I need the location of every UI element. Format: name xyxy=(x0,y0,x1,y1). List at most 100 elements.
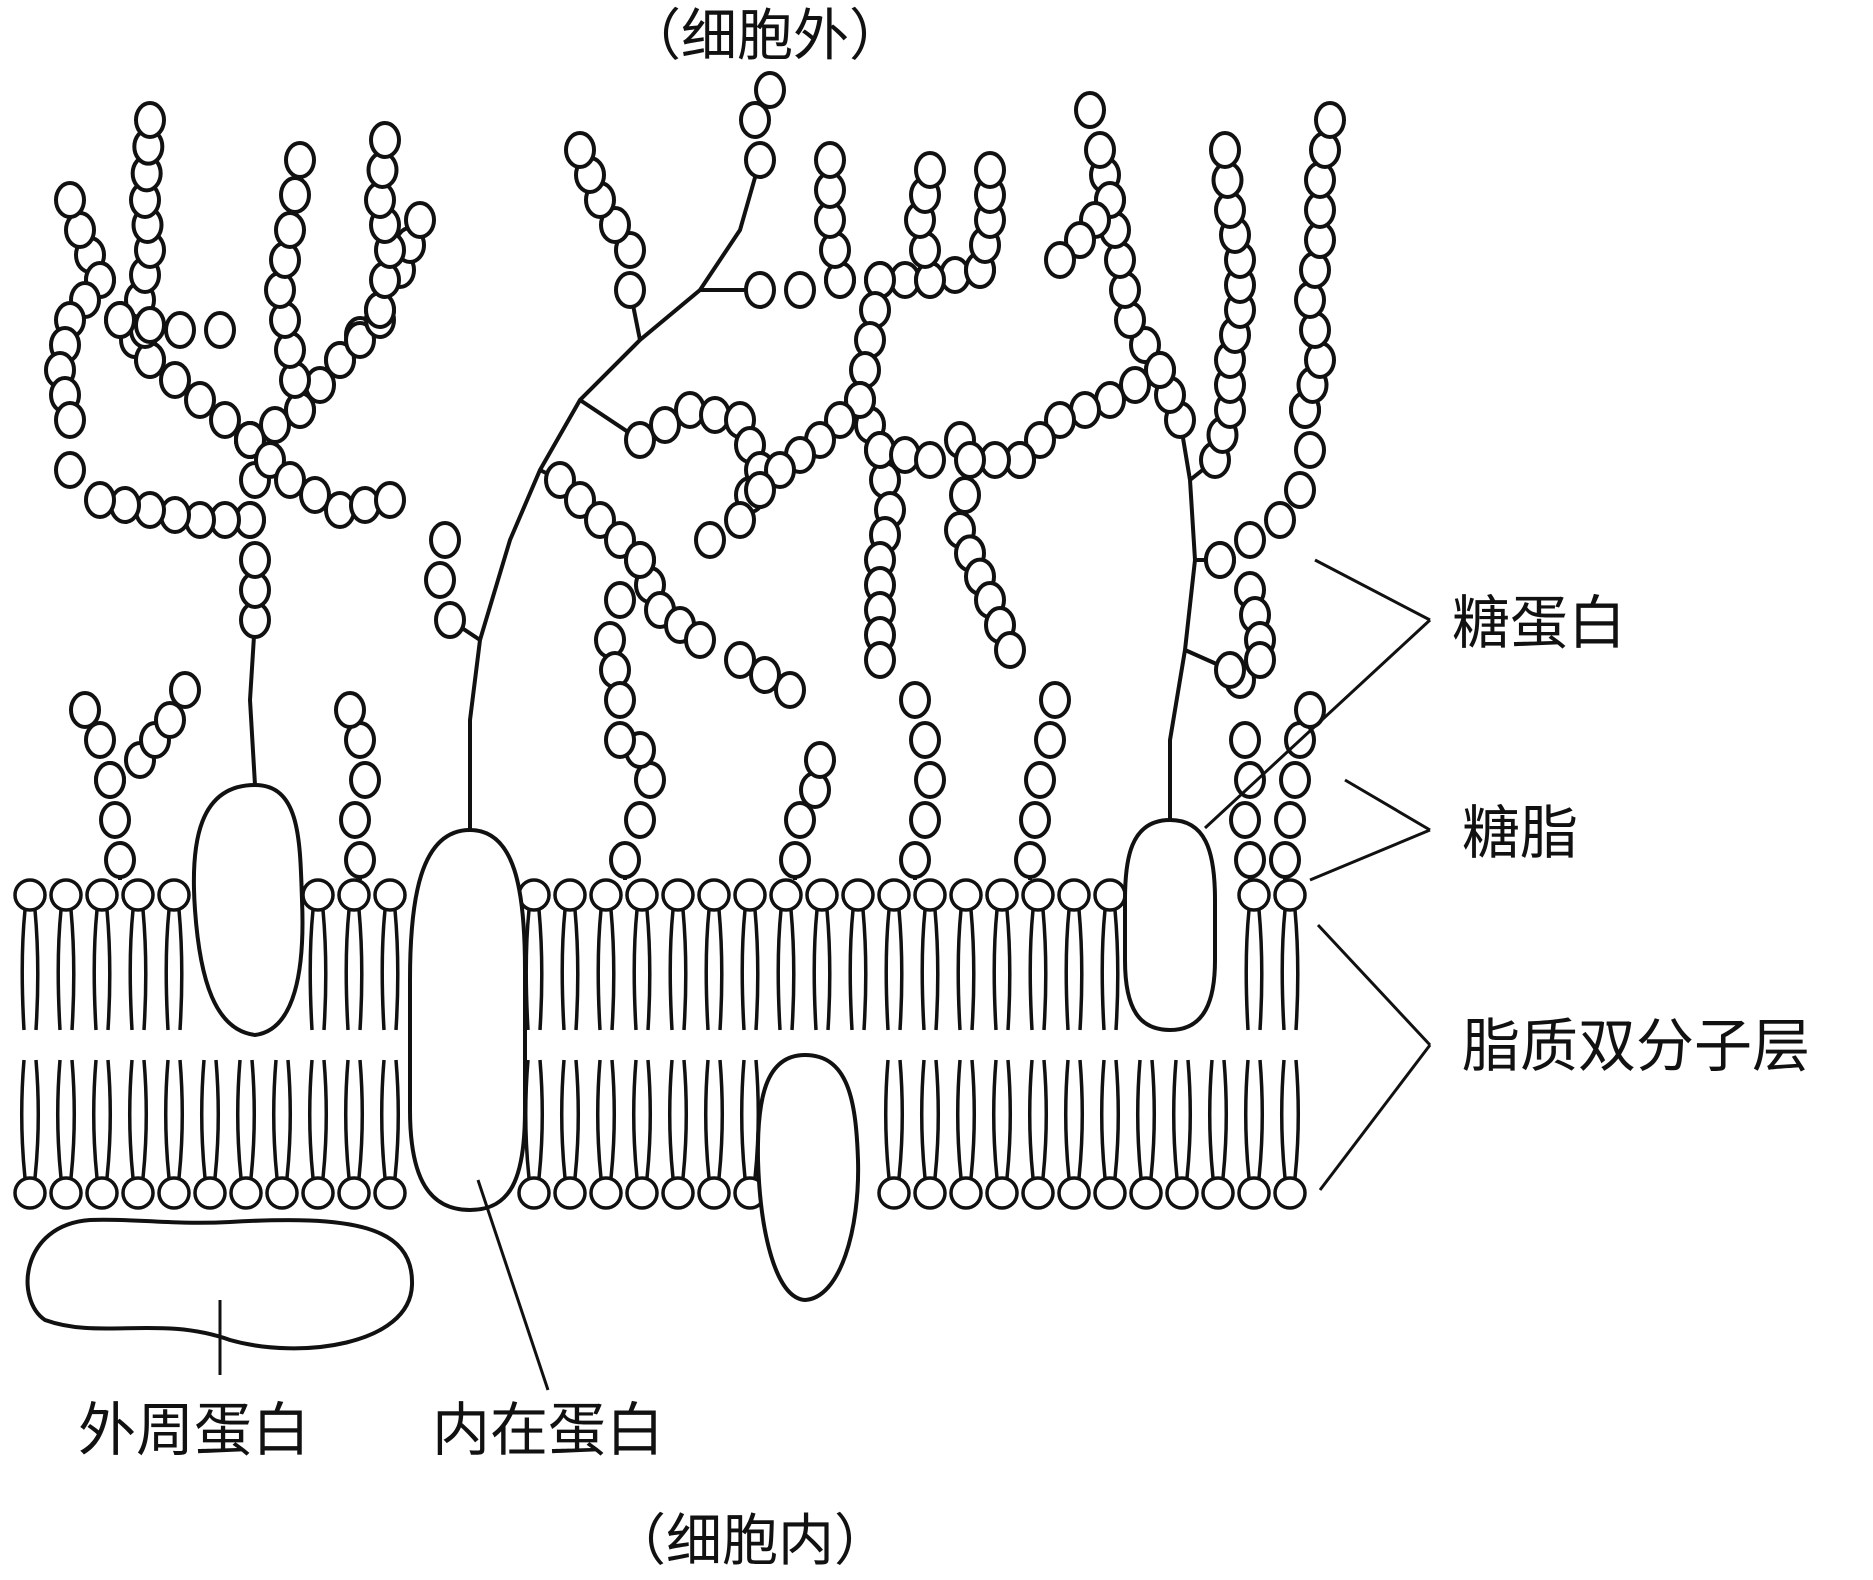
sugar-bead xyxy=(724,641,756,679)
lipid-head-inner xyxy=(625,1176,659,1210)
sugar-bead xyxy=(604,721,636,759)
lipid-head-inner xyxy=(229,1176,263,1210)
lipid-tail xyxy=(1221,1059,1229,1179)
lipid-tail xyxy=(848,909,855,1031)
sugar-bead xyxy=(899,681,931,719)
lipid-head-outer xyxy=(49,878,83,912)
lipid-tail xyxy=(704,909,711,1031)
lipid-tail xyxy=(1293,1059,1301,1179)
lipid-tail xyxy=(1257,1059,1265,1179)
lipid-head-outer xyxy=(589,878,623,912)
lipid-tail xyxy=(105,1059,113,1179)
sugar-bead xyxy=(744,141,776,179)
lipid-tail xyxy=(537,909,544,1031)
lipid-tail xyxy=(645,1059,653,1179)
lipid-tail xyxy=(1041,1059,1049,1179)
lipid-head-outer xyxy=(625,878,659,912)
lipid-head-inner xyxy=(121,1176,155,1210)
lipid-head-outer xyxy=(805,878,839,912)
sugar-bead xyxy=(844,381,876,419)
sugar-bead xyxy=(564,481,596,519)
sugar-bead xyxy=(1064,221,1096,259)
glycoprotein-leader-b xyxy=(1203,618,1432,830)
sugar-chain-stem xyxy=(1168,419,1198,820)
sugar-bead xyxy=(1044,401,1076,439)
lipid-head-inner xyxy=(193,1176,227,1210)
lipid-head-outer xyxy=(1021,878,1055,912)
sugar-bead xyxy=(584,501,616,539)
sugar-bead xyxy=(154,701,186,739)
lipid-head-outer xyxy=(877,878,911,912)
lipid-tail xyxy=(55,1059,63,1179)
lipid-tail xyxy=(127,1059,135,1179)
sugar-bead xyxy=(1234,841,1266,879)
label-intracellular: （细胞内） xyxy=(610,1509,890,1574)
lipid-head-inner xyxy=(517,1176,551,1210)
sugar-bead xyxy=(604,521,636,559)
sugar-bead xyxy=(99,801,131,839)
lipid-tail xyxy=(1149,1059,1157,1179)
lipid-tail xyxy=(595,1059,603,1179)
lipid-tail xyxy=(91,1059,99,1179)
integral-leader xyxy=(476,1179,550,1391)
lipid-tail xyxy=(681,909,688,1031)
sugar-bead xyxy=(424,561,456,599)
sugar-bead xyxy=(1284,471,1316,509)
lipid-tail xyxy=(56,909,63,1031)
sugar-bead xyxy=(994,631,1026,669)
lipid-tail xyxy=(573,909,580,1031)
lipid-tail xyxy=(1244,909,1251,1031)
lipid-tail xyxy=(1243,1059,1251,1179)
sugar-bead xyxy=(134,101,166,139)
lipid-tail xyxy=(177,909,184,1031)
lipid-head-inner xyxy=(1201,1176,1235,1210)
lipid-tail xyxy=(1100,909,1107,1031)
label-peripheral-protein: 外周蛋白 xyxy=(78,1396,310,1464)
bilayer-leader-b xyxy=(1318,1044,1432,1191)
lipid-tail xyxy=(883,1059,891,1179)
sugar-bead xyxy=(274,211,306,249)
lipid-head-inner xyxy=(265,1176,299,1210)
sugar-bead xyxy=(184,381,216,419)
sugar-bead xyxy=(54,181,86,219)
lipid-tail xyxy=(141,1059,149,1179)
sugar-bead xyxy=(1294,431,1326,469)
sugar-bead xyxy=(814,141,846,179)
lipid-tail xyxy=(812,909,819,1031)
sugar-bead xyxy=(1034,721,1066,759)
lipid-tail xyxy=(199,1059,207,1179)
sugar-bead xyxy=(744,471,776,509)
sugar-bead xyxy=(239,541,271,579)
sugar-bead xyxy=(694,521,726,559)
lipid-head-outer xyxy=(841,878,875,912)
lipid-tail xyxy=(344,909,351,1031)
sugar-bead xyxy=(254,441,286,479)
lipid-tail xyxy=(632,909,639,1031)
lipid-head-outer xyxy=(661,878,695,912)
sugar-bead xyxy=(54,451,86,489)
lipid-head-inner xyxy=(85,1176,119,1210)
lipid-tail xyxy=(1028,909,1035,1031)
lipid-tail xyxy=(33,1059,41,1179)
sugar-bead xyxy=(279,176,311,214)
sugar-bead xyxy=(624,541,656,579)
sugar-chain-stem xyxy=(468,159,762,830)
glycoprotein-anchor xyxy=(1123,817,1217,1033)
sugar-bead xyxy=(909,801,941,839)
lipid-tail xyxy=(163,1059,171,1179)
lipid-head-inner xyxy=(373,1176,407,1210)
sugar-bead xyxy=(284,141,316,179)
sugar-bead xyxy=(374,481,406,519)
lipid-tail xyxy=(596,909,603,1031)
lipid-tail xyxy=(19,1059,27,1179)
lipid-tail xyxy=(285,1059,293,1179)
lipid-tail xyxy=(321,909,328,1031)
lipid-tail xyxy=(969,1059,977,1179)
sugar-bead xyxy=(1234,521,1266,559)
lipid-tail xyxy=(703,1059,711,1179)
label-integral-protein: 内在蛋白 xyxy=(432,1396,664,1464)
lipid-tail xyxy=(920,909,927,1031)
lipid-tail xyxy=(740,909,747,1031)
